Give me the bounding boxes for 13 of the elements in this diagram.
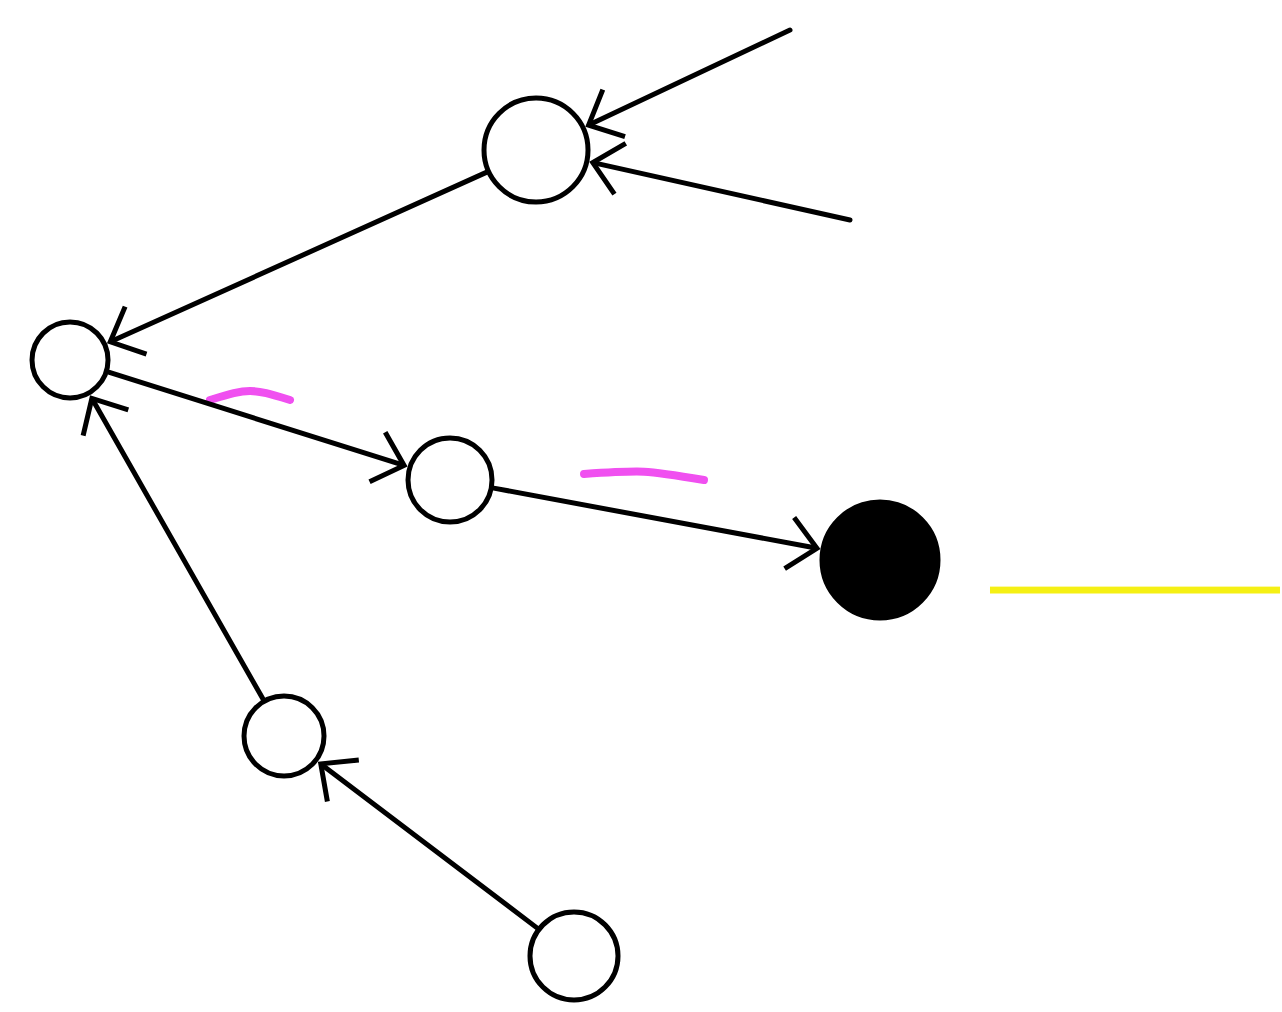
arrow (80, 395, 266, 702)
circle (29, 319, 111, 401)
circle (241, 693, 327, 779)
arrow (589, 141, 853, 223)
arrow (106, 369, 408, 485)
filled-circle (819, 499, 941, 621)
circle (527, 909, 621, 1003)
circle (405, 435, 495, 525)
arrow (491, 485, 821, 571)
circle (481, 95, 591, 205)
arrow (585, 27, 793, 140)
arrow (106, 169, 489, 357)
arrow (317, 757, 540, 931)
